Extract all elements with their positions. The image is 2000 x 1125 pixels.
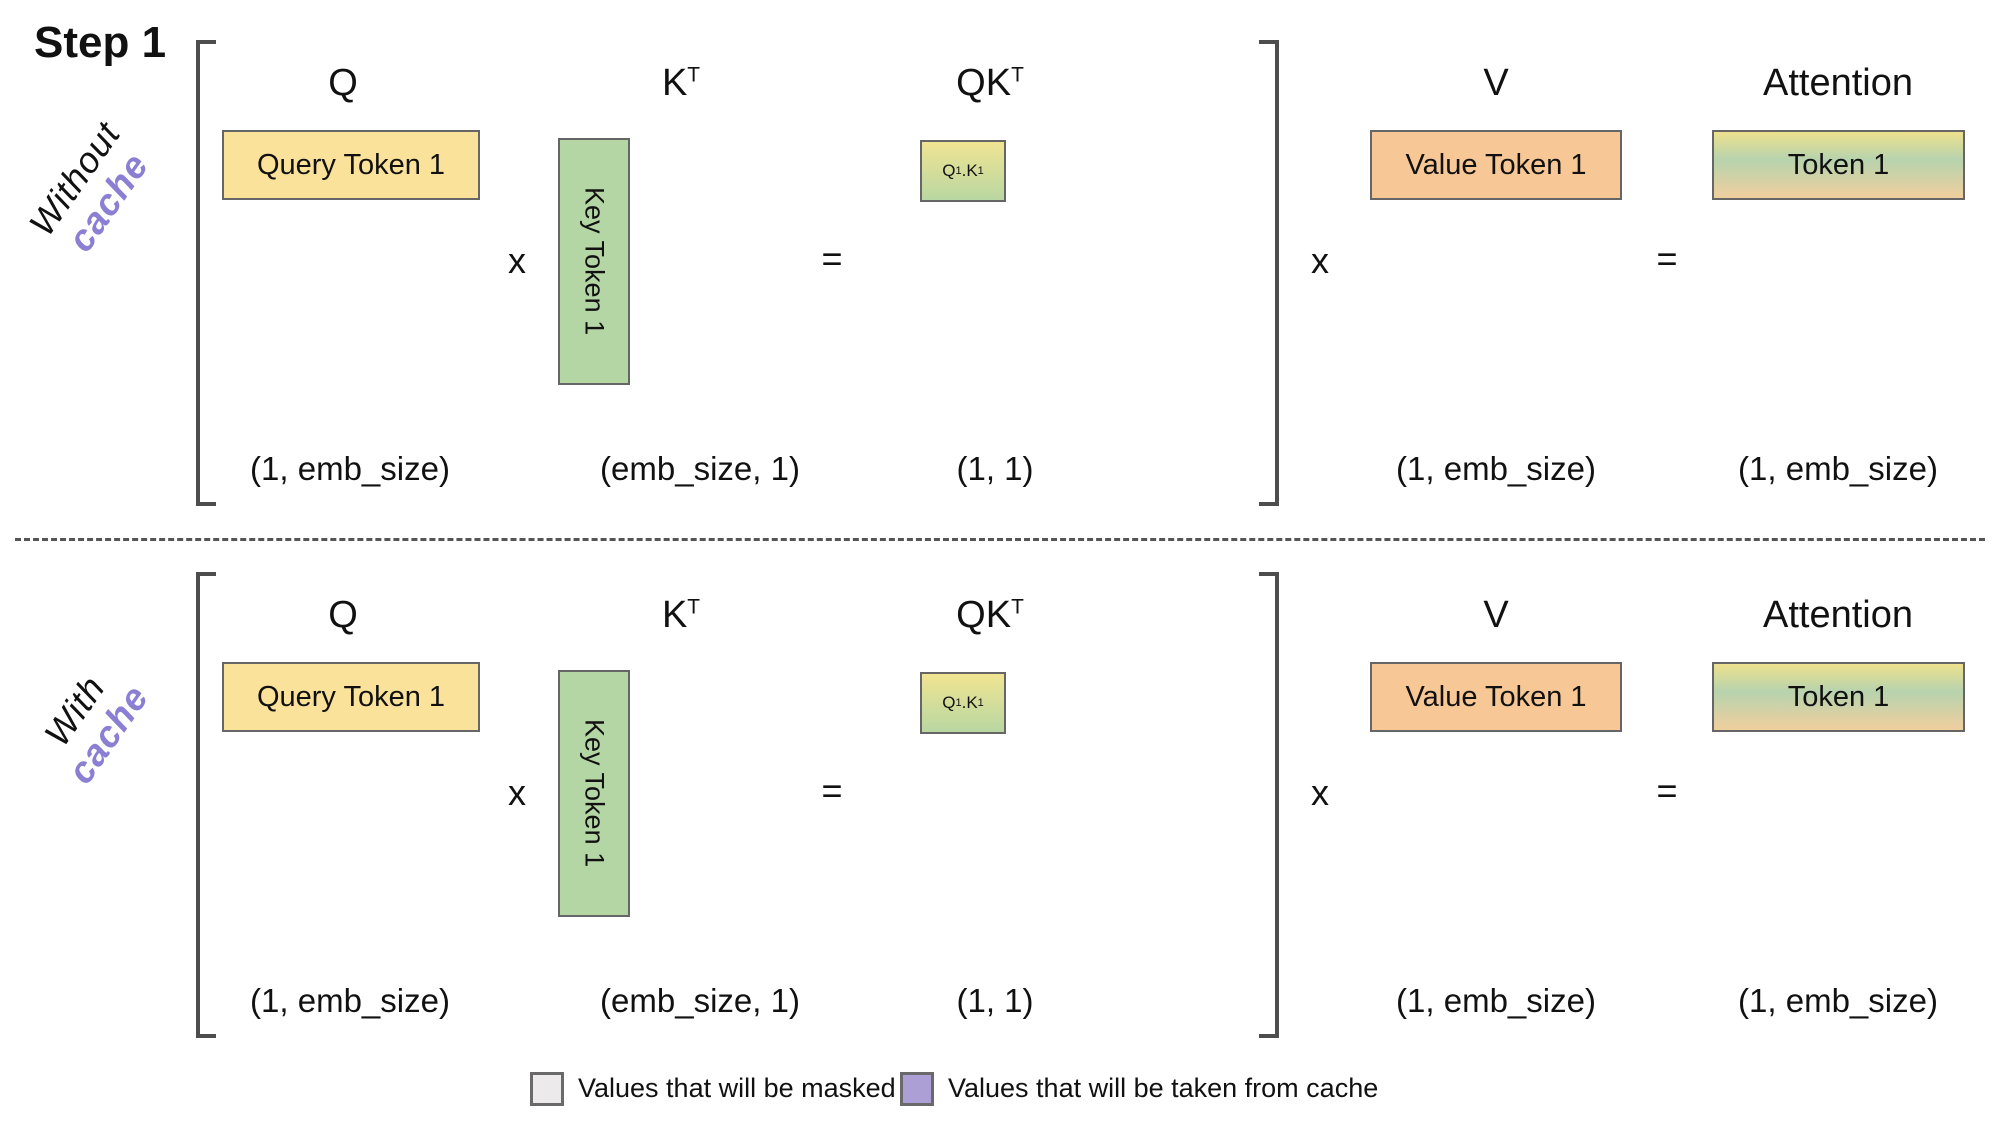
equals-operator-1: = bbox=[821, 238, 843, 279]
right-bracket bbox=[1259, 40, 1279, 506]
query-token-box: Query Token 1 bbox=[222, 130, 480, 200]
kt-dimensions: (emb_size, 1) bbox=[600, 450, 800, 487]
kt-base: K bbox=[661, 594, 688, 636]
kt-base: K bbox=[661, 62, 688, 104]
kt-matrix-header: KT bbox=[581, 594, 781, 642]
attention-token-box: Token 1 bbox=[1712, 662, 1965, 732]
multiply-operator-2: x bbox=[1311, 772, 1329, 813]
attention-token-box: Token 1 bbox=[1712, 130, 1965, 200]
kt-sup: T bbox=[687, 63, 701, 87]
dashed-divider bbox=[15, 538, 1985, 541]
v-dimensions: (1, emb_size) bbox=[1396, 982, 1596, 1019]
kt-matrix-header: KT bbox=[581, 62, 781, 110]
row-with-cache: With cache Q KT QKT V Attention Query To… bbox=[0, 532, 2000, 1042]
legend-cache-label: Values that will be taken from cache bbox=[948, 1073, 1379, 1103]
q-matrix-header: Q bbox=[328, 594, 358, 636]
kt-dimensions: (emb_size, 1) bbox=[600, 982, 800, 1019]
v-dimensions: (1, emb_size) bbox=[1396, 450, 1596, 487]
qkt-matrix-header: QKT bbox=[890, 62, 1090, 110]
legend-masked-label: Values that will be masked bbox=[578, 1073, 896, 1103]
left-bracket bbox=[196, 572, 216, 1038]
qk-cell-dot: . bbox=[961, 161, 967, 180]
qk-cell-k-sub: 1 bbox=[977, 165, 984, 177]
key-token-box: Key Token 1 bbox=[558, 670, 630, 917]
legend-cache-swatch bbox=[900, 1072, 934, 1106]
qk-cell-k: K bbox=[966, 161, 978, 180]
row-label-with-cache: With cache bbox=[7, 626, 177, 820]
row-label-without-cache: Without cache bbox=[7, 94, 177, 288]
qkt-base: QK bbox=[956, 62, 1012, 104]
qkt-base: QK bbox=[956, 594, 1012, 636]
left-bracket bbox=[196, 40, 216, 506]
query-token-box: Query Token 1 bbox=[222, 662, 480, 732]
equals-operator-2: = bbox=[1656, 770, 1678, 811]
kt-sup: T bbox=[687, 595, 701, 619]
qkt-sup: T bbox=[1011, 595, 1024, 619]
step-title: Step 1 bbox=[34, 18, 167, 67]
v-matrix-header: V bbox=[1483, 62, 1509, 104]
legend: Values that will be masked Values that w… bbox=[0, 1066, 2000, 1116]
attention-dimensions: (1, emb_size) bbox=[1738, 982, 1938, 1019]
value-token-box: Value Token 1 bbox=[1370, 130, 1622, 200]
attention-dimensions: (1, emb_size) bbox=[1738, 450, 1938, 487]
multiply-operator-1: x bbox=[508, 240, 526, 281]
equals-operator-1: = bbox=[821, 770, 843, 811]
attention-matrix-header: Attention bbox=[1763, 594, 1913, 636]
qk-cell-q: Q bbox=[942, 693, 956, 712]
qkt-dimensions: (1, 1) bbox=[956, 982, 1034, 1019]
qk-cell-q-sub: 1 bbox=[955, 165, 962, 177]
multiply-operator-1: x bbox=[508, 772, 526, 813]
qk-cell-q: Q bbox=[942, 161, 956, 180]
v-matrix-header: V bbox=[1483, 594, 1509, 636]
key-token-box: Key Token 1 bbox=[558, 138, 630, 385]
multiply-operator-2: x bbox=[1311, 240, 1329, 281]
q-dimensions: (1, emb_size) bbox=[250, 450, 450, 487]
attention-matrix-header: Attention bbox=[1763, 62, 1913, 104]
qkt-dimensions: (1, 1) bbox=[956, 450, 1034, 487]
qk-cell-k: K bbox=[966, 693, 978, 712]
qkt-sup: T bbox=[1011, 63, 1024, 87]
value-token-box: Value Token 1 bbox=[1370, 662, 1622, 732]
right-bracket bbox=[1259, 572, 1279, 1038]
q-matrix-header: Q bbox=[328, 62, 358, 104]
equals-operator-2: = bbox=[1656, 238, 1678, 279]
qk-cell-dot: . bbox=[961, 693, 967, 712]
legend-masked-swatch bbox=[530, 1072, 564, 1106]
qkt-matrix-header: QKT bbox=[890, 594, 1090, 642]
q-dimensions: (1, emb_size) bbox=[250, 982, 450, 1019]
qk-cell-q-sub: 1 bbox=[955, 697, 962, 709]
row-without-cache: Without cache Q KT QKT V Attention Query… bbox=[0, 0, 2000, 510]
qk-cell-k-sub: 1 bbox=[977, 697, 984, 709]
